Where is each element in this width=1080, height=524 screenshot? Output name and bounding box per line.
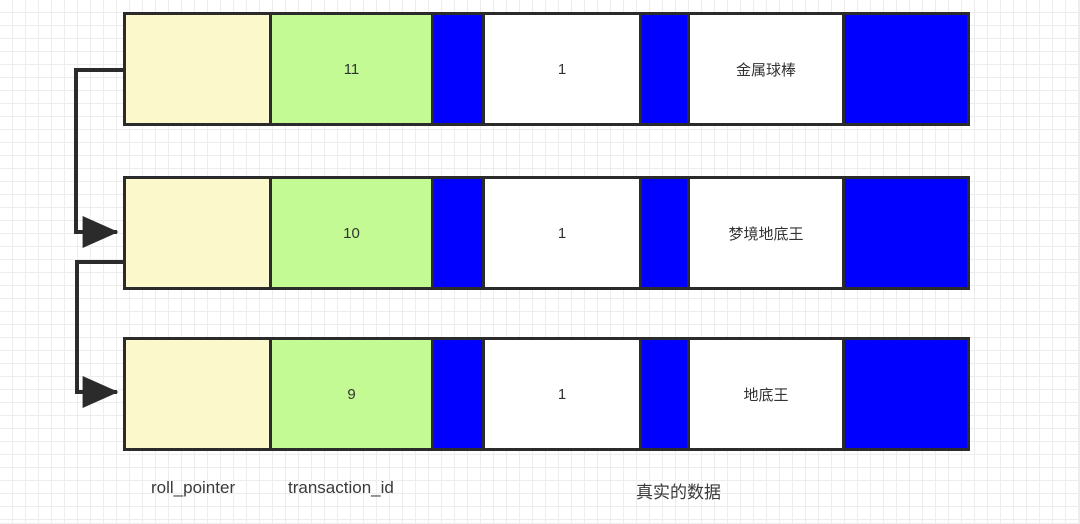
hidden-column-cell-row1-c[interactable] [845,15,967,123]
caption-transaction-id: transaction_id [288,478,394,497]
data-cell-row3-id[interactable]: 1 [485,340,642,448]
version-row-newest[interactable]: 11 1 金属球棒 [123,12,970,126]
data-cell-row1-name[interactable]: 金属球棒 [690,15,845,123]
version-row-oldest[interactable]: 9 1 地底王 [123,337,970,451]
data-cell-row1-id[interactable]: 1 [485,15,642,123]
roll-pointer-cell-row3[interactable] [126,340,272,448]
transaction-id-cell-row3[interactable]: 9 [272,340,434,448]
caption-real-data: 真实的数据 [636,483,721,502]
hidden-column-cell-row2-a[interactable] [434,179,485,287]
pointer-arrow-row2-to-row3 [75,260,123,408]
data-cell-row3-name[interactable]: 地底王 [690,340,845,448]
roll-pointer-cell-row2[interactable] [126,179,272,287]
hidden-column-cell-row3-a[interactable] [434,340,485,448]
roll-pointer-cell-row1[interactable] [126,15,272,123]
hidden-column-cell-row1-b[interactable] [642,15,690,123]
hidden-column-cell-row2-b[interactable] [642,179,690,287]
data-cell-row2-id[interactable]: 1 [485,179,642,287]
transaction-id-cell-row2[interactable]: 10 [272,179,434,287]
caption-roll-pointer: roll_pointer [151,478,236,497]
hidden-column-cell-row2-c[interactable] [845,179,967,287]
version-row-middle[interactable]: 10 1 梦境地底王 [123,176,970,290]
pointer-arrow-row1-to-row2 [74,68,123,248]
hidden-column-cell-row3-c[interactable] [845,340,967,448]
hidden-column-cell-row3-b[interactable] [642,340,690,448]
hidden-column-cell-row1-a[interactable] [434,15,485,123]
data-cell-row2-name[interactable]: 梦境地底王 [690,179,845,287]
transaction-id-cell-row1[interactable]: 11 [272,15,434,123]
